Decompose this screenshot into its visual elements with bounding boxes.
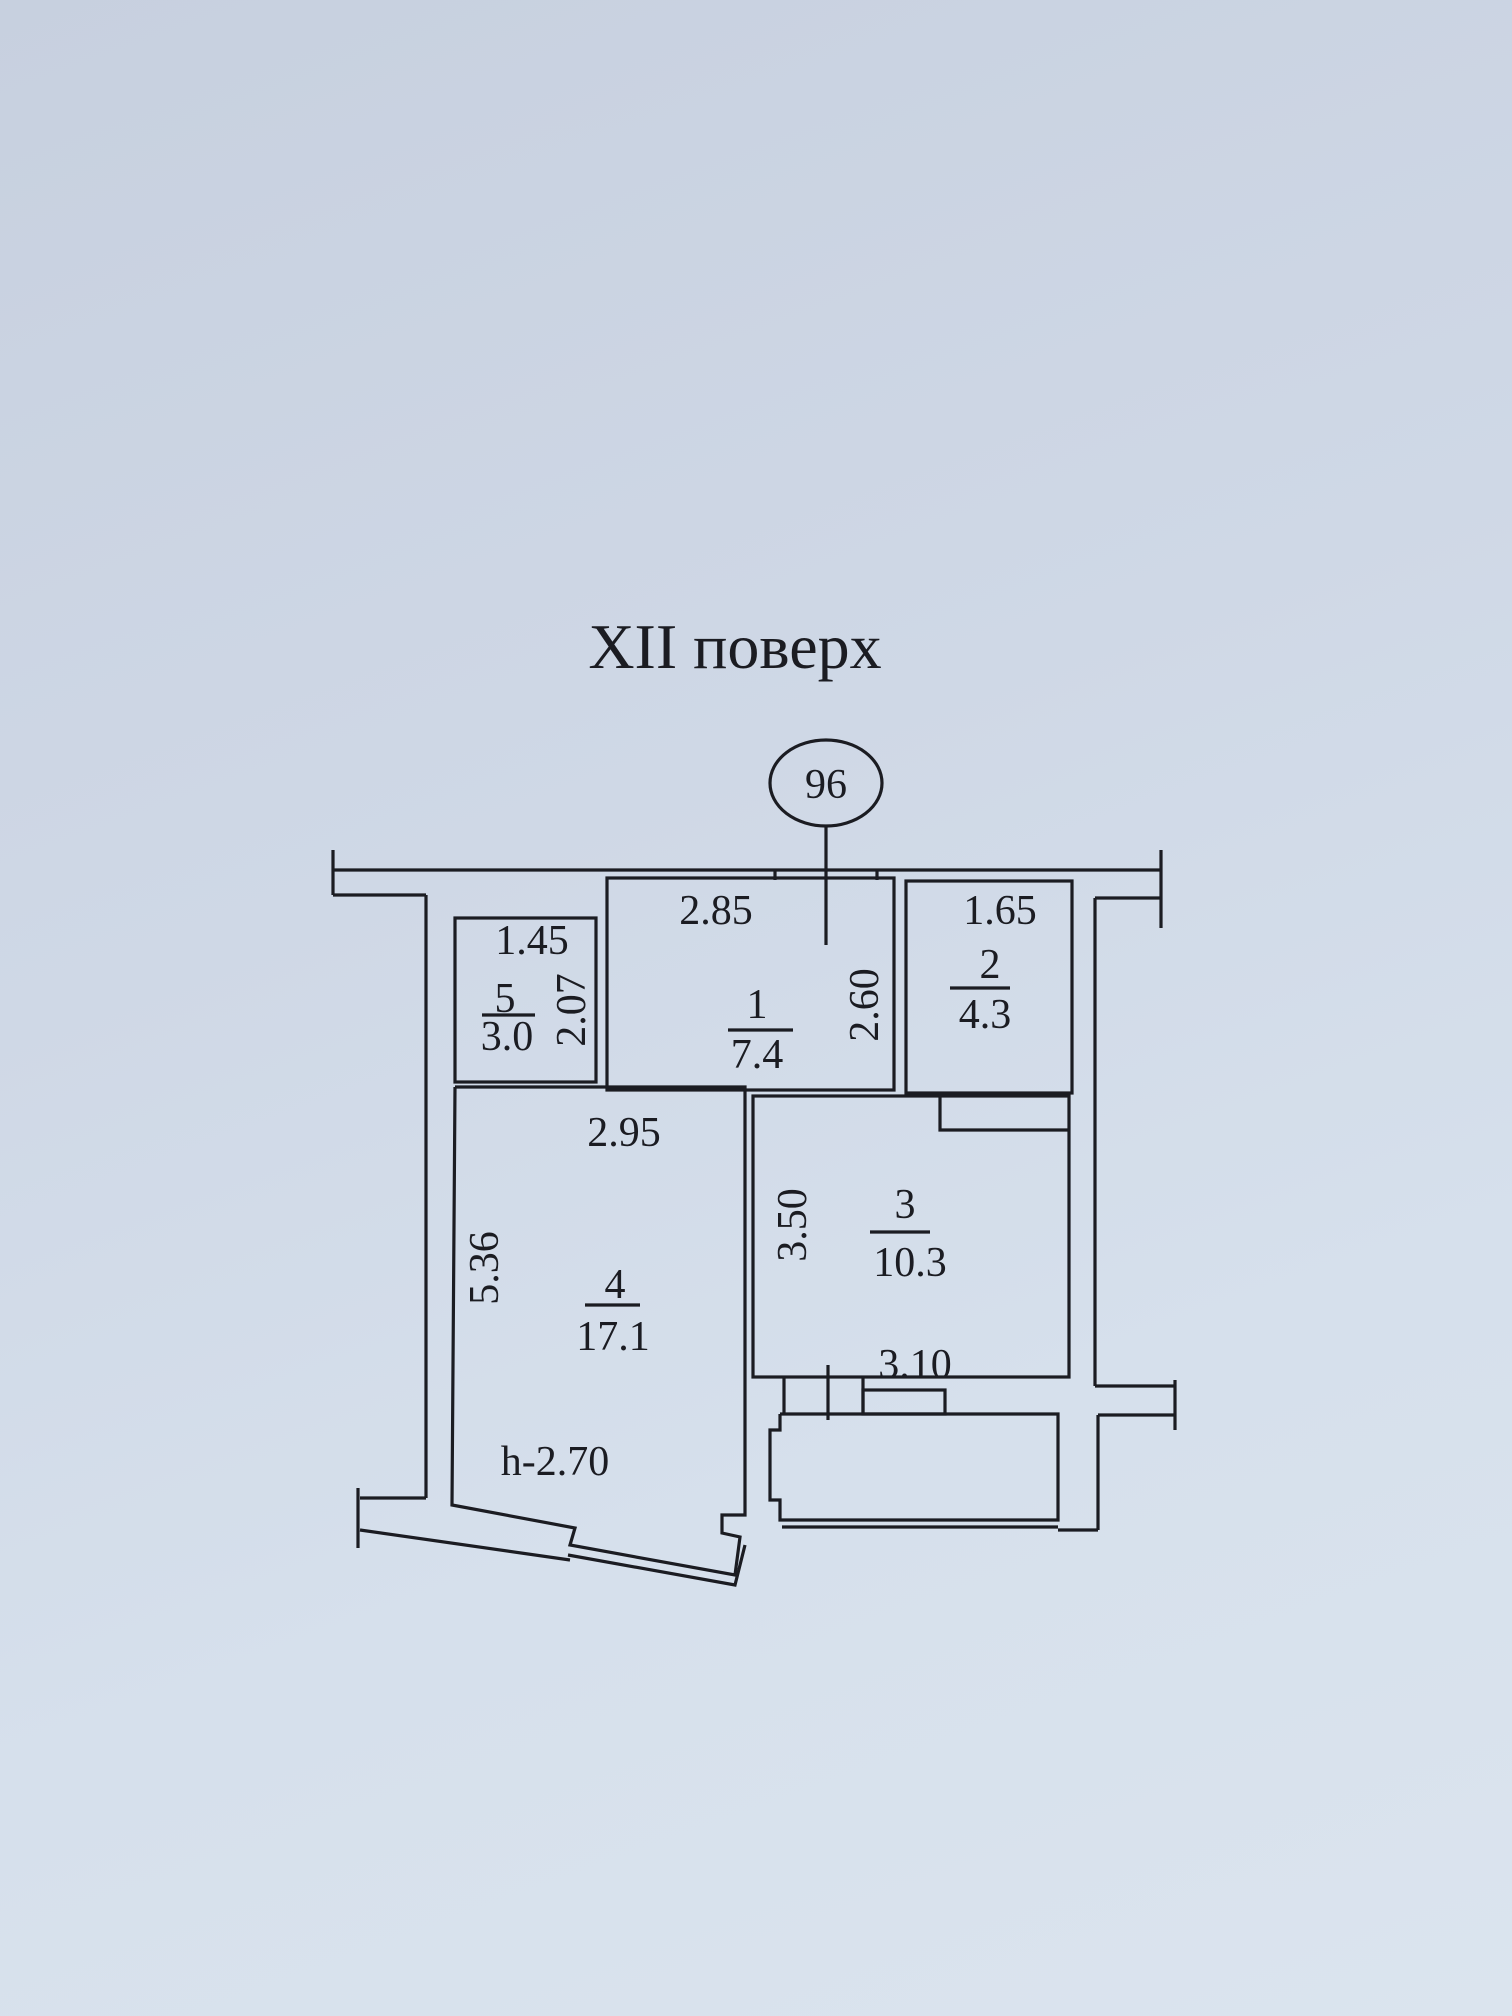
room-1-number: 1 xyxy=(747,982,768,1028)
room-3-width: 3.10 xyxy=(878,1342,952,1388)
room-4: 2.95 4 17.1 5.36 h-2.70 xyxy=(450,1085,747,1587)
room-5-length: 2.07 xyxy=(549,973,595,1047)
balcony xyxy=(768,1365,1060,1529)
room-4-area: 17.1 xyxy=(576,1314,650,1360)
room-3-number: 3 xyxy=(895,1182,916,1228)
room-5-number: 5 xyxy=(495,976,516,1022)
outer-walls xyxy=(331,850,1177,1562)
room-5-width: 1.45 xyxy=(495,918,569,964)
room-1-length: 2.60 xyxy=(842,968,888,1042)
room-3: 3 10.3 3.50 3.10 xyxy=(751,1094,1071,1388)
apartment-number: 96 xyxy=(805,762,847,808)
room-2: 1.65 2 4.3 xyxy=(904,879,1074,1095)
room-2-number: 2 xyxy=(980,942,1001,988)
room-4-number: 4 xyxy=(605,1262,626,1308)
room-2-width: 1.65 xyxy=(963,888,1037,934)
apartment-marker: 96 xyxy=(768,738,884,945)
ceiling-height: h-2.70 xyxy=(501,1439,610,1485)
room-1: 2.85 1 7.4 2.60 xyxy=(605,876,896,1092)
room-4-length: 5.36 xyxy=(462,1231,508,1305)
room-1-width: 2.85 xyxy=(679,888,753,934)
room-5: 1.45 5 3.0 2.07 xyxy=(453,916,598,1084)
room-1-area: 7.4 xyxy=(731,1032,784,1078)
room-2-area: 4.3 xyxy=(959,992,1012,1038)
floor-title: XII поверх xyxy=(588,611,881,682)
room-4-width: 2.95 xyxy=(587,1110,661,1156)
room-3-area: 10.3 xyxy=(873,1240,947,1286)
room-3-length: 3.50 xyxy=(770,1188,816,1262)
room-5-area: 3.0 xyxy=(481,1014,534,1060)
